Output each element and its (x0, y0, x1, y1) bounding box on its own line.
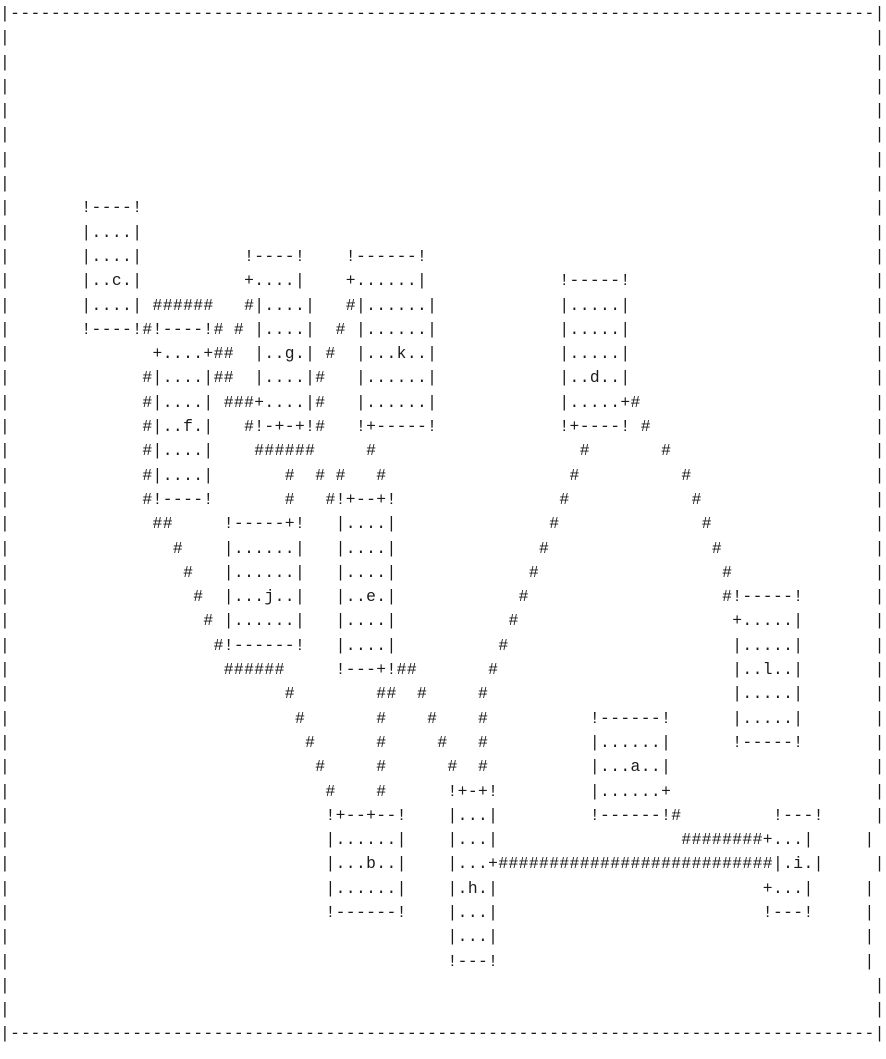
map-row: | # # # # |...a..| | (0, 757, 885, 777)
map-row: | ###### !---+!## # |..l..| | (0, 660, 885, 680)
map-row: | | (0, 174, 885, 194)
map-row: | # |......| |....| # +.....| | (0, 611, 885, 631)
map-row: | !---! | (0, 951, 875, 971)
map-row: | | (0, 1000, 885, 1020)
map-row: | |....| ###### #|....| #|......| |.....… (0, 295, 885, 315)
map-row: | |......| |...| ########+...| | (0, 830, 875, 850)
map-row: | #|..f.| #!-+-+!# !+-----! !+----! # | (0, 417, 885, 437)
map-row: | !----!#!----!# # |....| # |......| |..… (0, 319, 885, 339)
map-row: | #|....|## |....|# |......| |..d..| | (0, 368, 885, 388)
map-row: | # # !+-+! |......+ | (0, 781, 885, 801)
map-row: | | (0, 28, 885, 48)
map-row: | |..c.| +....| +......| !-----! | (0, 271, 885, 291)
map-row: | | (0, 125, 885, 145)
map-row: | |...| | (0, 927, 875, 947)
map-row: | #|....| ###+....|# |......| |.....+# | (0, 392, 885, 412)
map-row: | #!------! |....| # |.....| | (0, 635, 885, 655)
map-row: | #|....| ###### # # # | (0, 441, 885, 461)
map-row: | | (0, 149, 885, 169)
map-row: | | (0, 76, 885, 96)
map-row: | #!----! # #!+--+! # # | (0, 489, 885, 509)
map-row: | #|....| # # # # # # | (0, 465, 885, 485)
map-row: |---------------------------------------… (0, 1024, 885, 1044)
map-row: | |....| | (0, 222, 885, 242)
map-row: | !+--+--! |...| !------!# !---! | (0, 805, 885, 825)
map-row: | | (0, 975, 885, 995)
map-row: | +....+## |..g.| # |...k..| |.....| | (0, 344, 885, 364)
map-row: | # # # # !------! |.....| | (0, 708, 885, 728)
map-row: | |....| !----! !------! | (0, 246, 885, 266)
map-row: | | (0, 52, 885, 72)
map-row: | |......| |.h.| +...| | (0, 878, 875, 898)
map-row: | ## !-----+! |....| # # | (0, 514, 885, 534)
map-row: |---------------------------------------… (0, 4, 885, 23)
map-row: | | (0, 101, 885, 121)
map-row: | !----! | (0, 198, 885, 218)
map-row: | # |......| |....| # # | (0, 562, 885, 582)
map-row: | |...b..| |...+########################… (0, 854, 885, 874)
map-row: | # |...j..| |..e.| # #!-----! | (0, 587, 885, 607)
map-row: | # ## # # |.....| | (0, 684, 885, 704)
map-row: | # |......| |....| # # | (0, 538, 885, 558)
map-row: | !------! |...| !---! | (0, 902, 875, 922)
map-row: | # # # # |......| !-----! | (0, 732, 885, 752)
